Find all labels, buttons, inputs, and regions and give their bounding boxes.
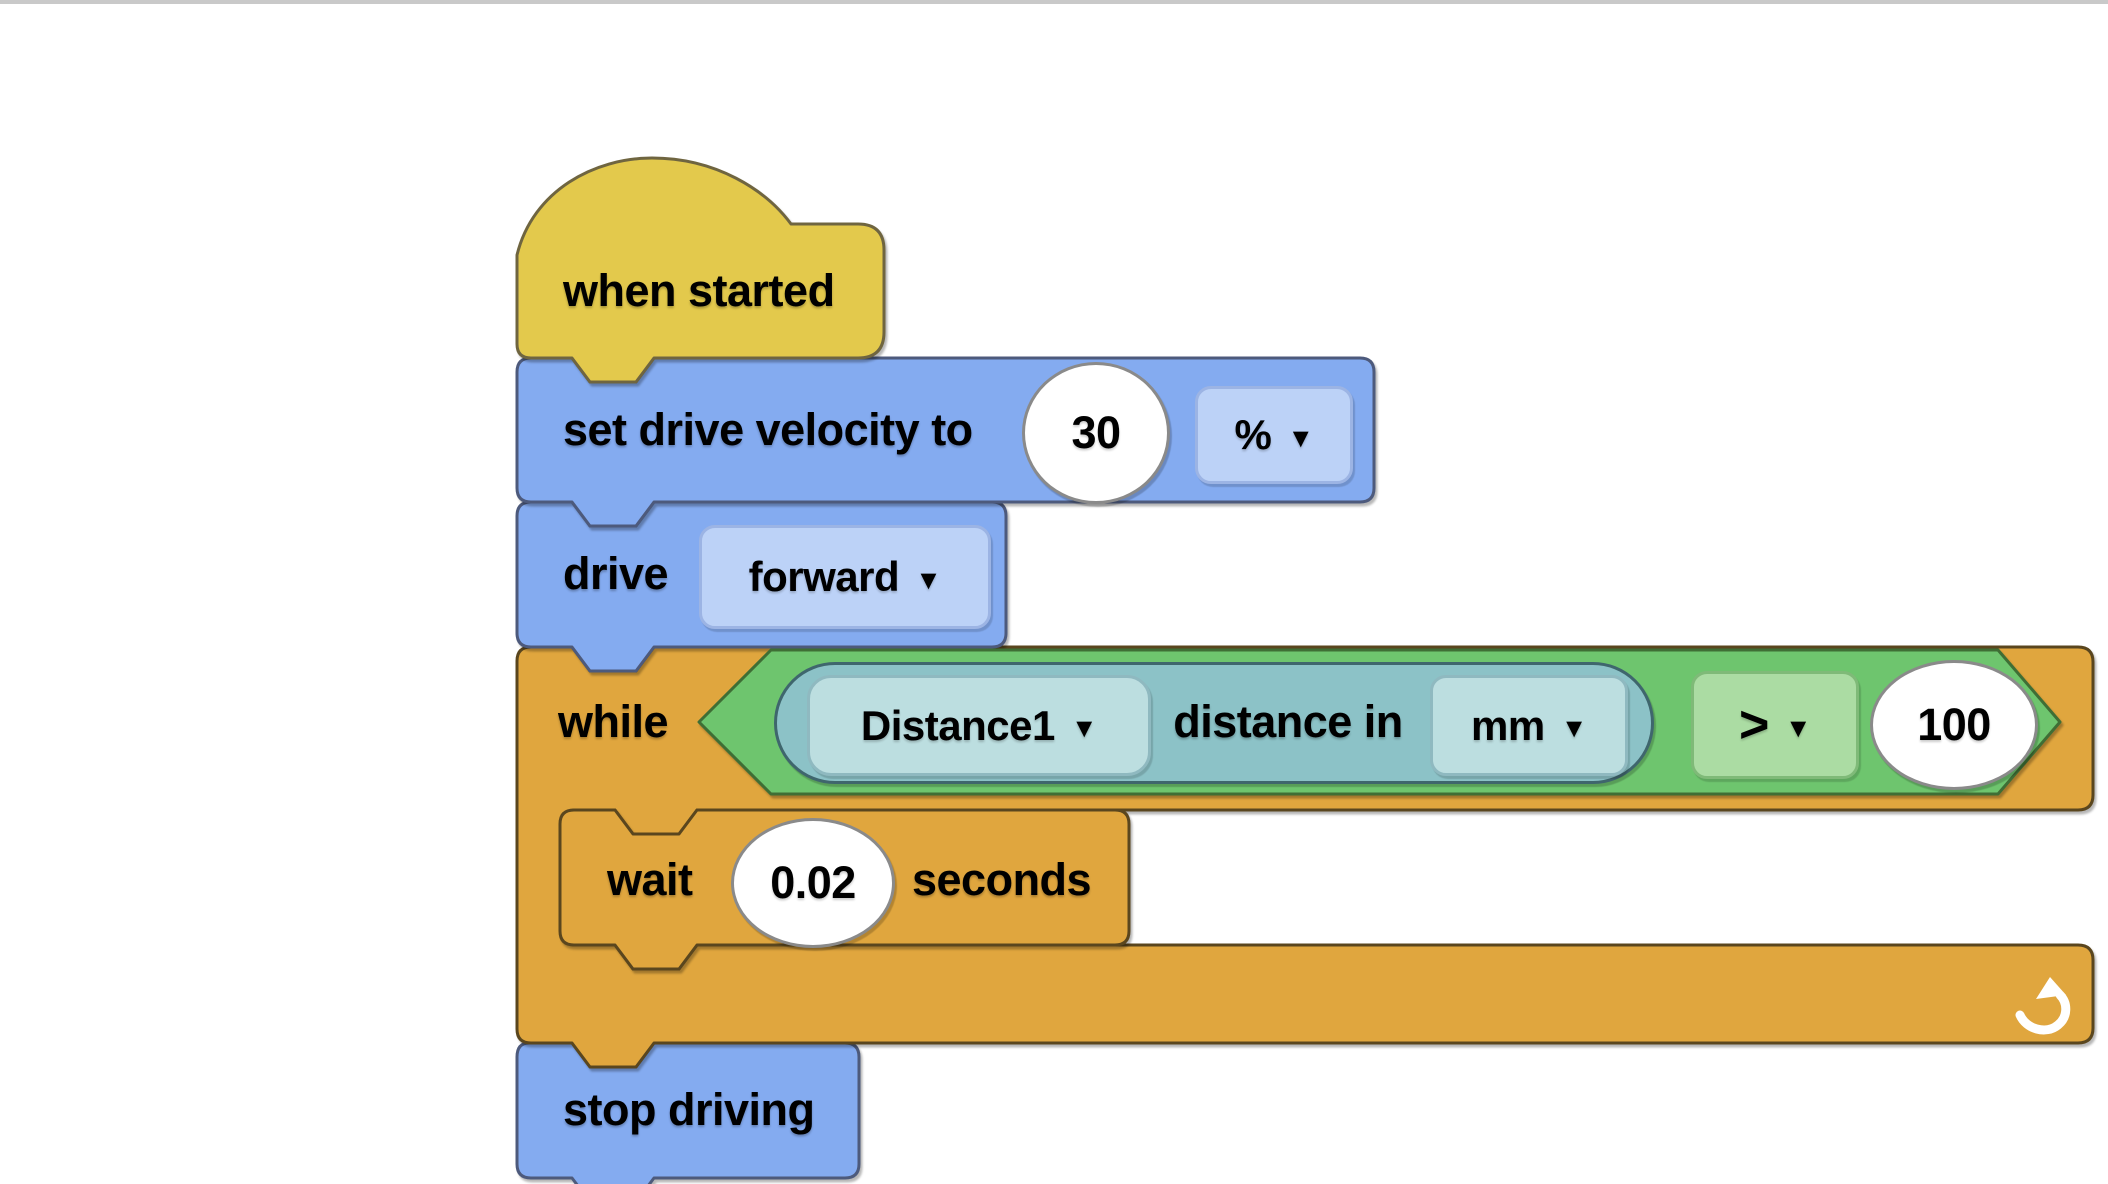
stop-driving-label: stop driving: [563, 1084, 815, 1135]
drive-direction-dropdown[interactable]: forward ▼: [699, 525, 991, 629]
chevron-down-icon: ▼: [1560, 713, 1588, 743]
distance-sensor-label: Distance1: [860, 701, 1055, 749]
when-started-hat-shape[interactable]: [515, 156, 886, 384]
chevron-down-icon: ▼: [1070, 713, 1098, 743]
distance-unit-dropdown[interactable]: mm ▼: [1430, 675, 1628, 776]
distance-unit-label: mm: [1471, 701, 1545, 749]
when-started-label: when started: [563, 265, 835, 316]
comparison-operator-label: >: [1738, 696, 1769, 754]
drive-label: drive: [563, 548, 669, 599]
comparison-operator-dropdown[interactable]: > ▼: [1691, 671, 1859, 779]
threshold-value: 100: [1917, 699, 1991, 750]
velocity-unit-dropdown[interactable]: % ▼: [1195, 386, 1353, 484]
distance-sensor-dropdown[interactable]: Distance1 ▼: [807, 675, 1151, 776]
drive-direction-label: forward: [748, 553, 900, 600]
stop-driving-block-shape[interactable]: [515, 1041, 861, 1184]
wait-label: wait: [607, 854, 693, 905]
wait-value-input[interactable]: 0.02: [731, 818, 895, 948]
wait-value: 0.02: [770, 857, 856, 908]
chevron-down-icon: ▼: [1287, 422, 1314, 453]
velocity-value: 30: [1071, 407, 1121, 458]
top-divider: [0, 0, 2108, 4]
velocity-unit-label: %: [1234, 411, 1272, 458]
while-label: while: [558, 696, 669, 747]
chevron-down-icon: ▼: [1784, 712, 1812, 743]
set-drive-velocity-label: set drive velocity to: [563, 404, 973, 455]
velocity-value-input[interactable]: 30: [1022, 362, 1170, 504]
wait-unit-label: seconds: [912, 854, 1092, 905]
chevron-down-icon: ▼: [915, 564, 942, 595]
threshold-value-input[interactable]: 100: [1870, 660, 2038, 790]
distance-in-label: distance in: [1173, 696, 1403, 747]
repeat-arrow-icon: [2015, 977, 2071, 1035]
